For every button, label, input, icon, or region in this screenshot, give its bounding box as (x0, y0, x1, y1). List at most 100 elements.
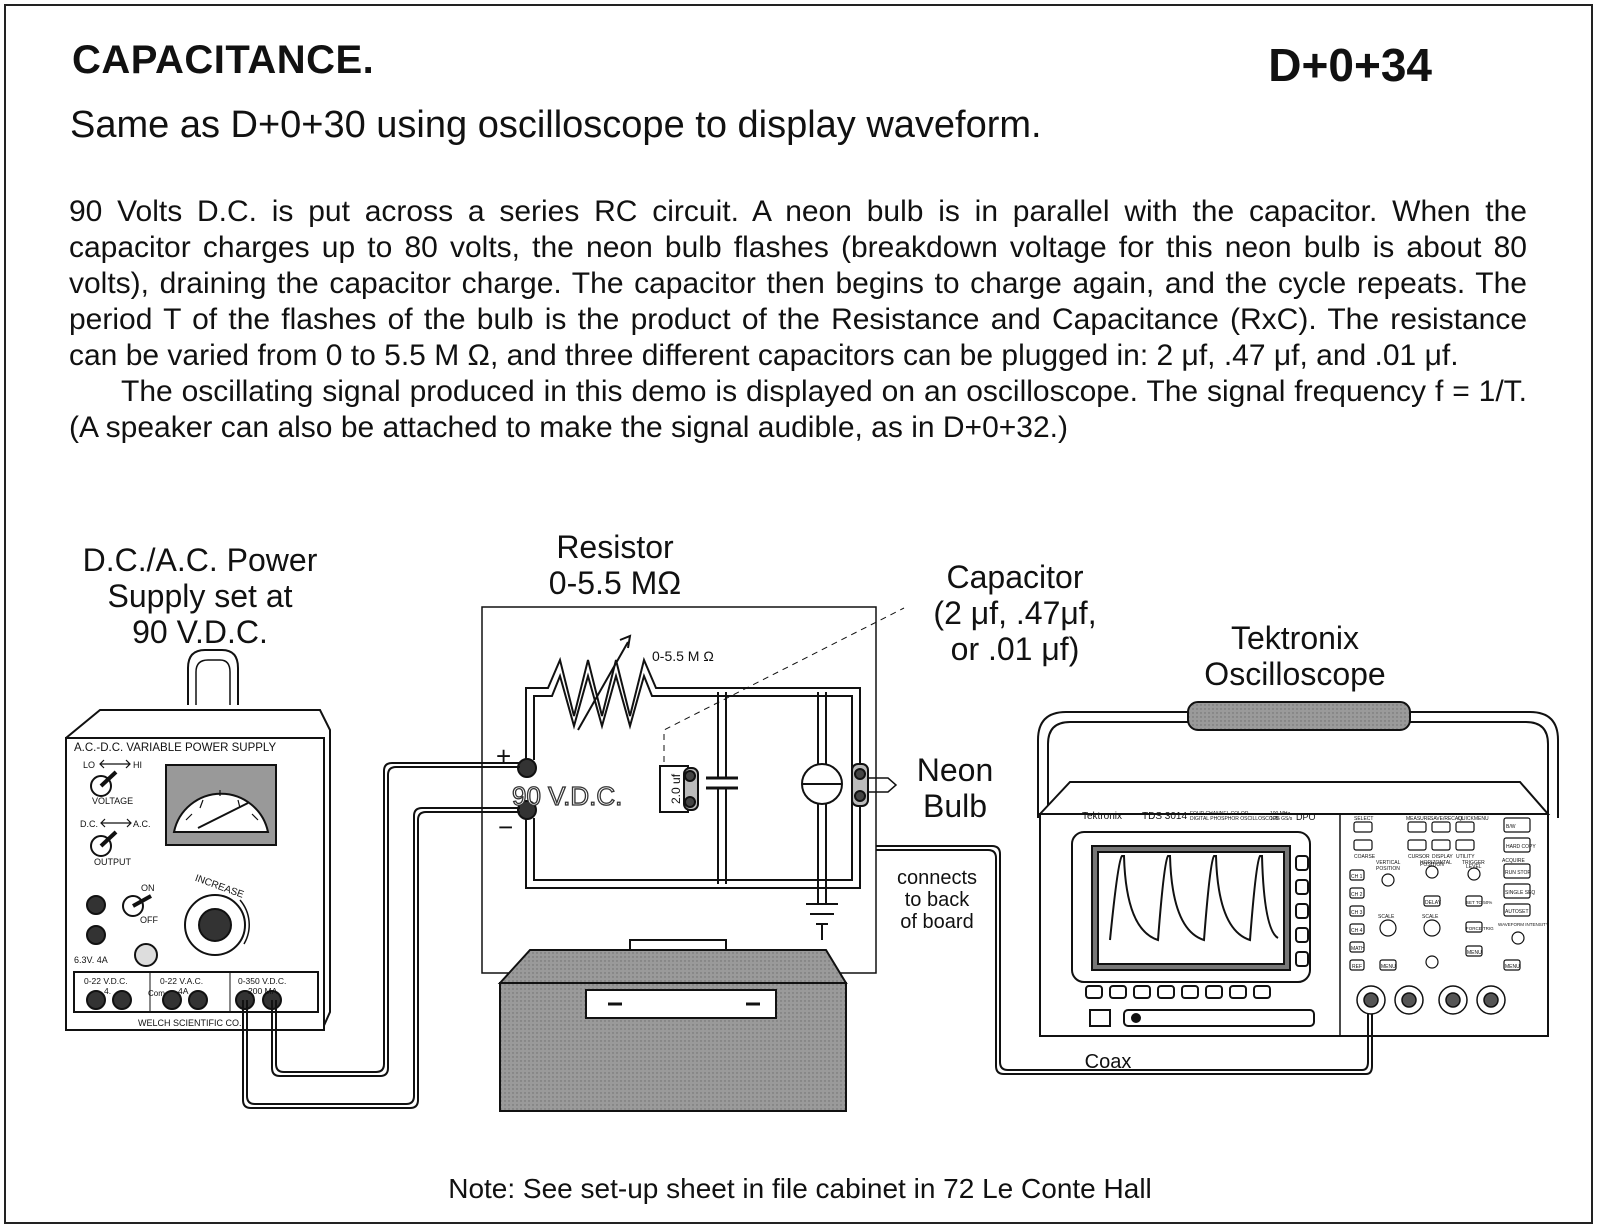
maker-label: WELCH SCIENTIFIC CO. (138, 1018, 242, 1028)
scope-dpo: DPO (1296, 812, 1316, 822)
pilot-lamp-icon (134, 943, 158, 967)
lo-label: LO (83, 760, 95, 770)
scope-button (1407, 821, 1427, 833)
scope-ref-label: REF (1352, 964, 1362, 970)
scope-button (1353, 821, 1373, 833)
dc-label: D.C. (80, 819, 98, 829)
power-supply (65, 649, 331, 1031)
scope-ch1-label: CH 1 (1351, 874, 1363, 880)
coax-cable-inner (876, 845, 1369, 1071)
autoset-button (1503, 903, 1531, 917)
floppy-led-icon (1131, 1013, 1141, 1023)
scope-horizontal-label: HORIZONTAL (1420, 860, 1452, 866)
scope-button (1353, 839, 1373, 851)
oscilloscope-label: Tektronix Oscilloscope (1160, 620, 1430, 692)
coax-cable-outer (876, 849, 1373, 1075)
scope-force-trig-label: FORCE TRIG (1466, 926, 1494, 931)
scope-single-seq-label: SINGLE SEQ (1505, 890, 1535, 896)
socket-jack-icon (854, 768, 866, 780)
negative-jack-icon (517, 800, 537, 820)
power-supply-meter-ticks (185, 790, 259, 821)
binding-post-icon (112, 990, 132, 1010)
scope-spec-1: 100 MHz (1270, 811, 1291, 817)
scope-ch2-label: CH 2 (1351, 892, 1363, 898)
bottom-menu-button (1229, 985, 1247, 999)
variable-resistor-arrow (577, 641, 629, 731)
scope-button (1455, 821, 1475, 833)
scope-button (1455, 839, 1475, 851)
scope-button (1407, 839, 1427, 851)
increase-arc-icon (239, 899, 250, 945)
power-button-icon (1089, 1009, 1111, 1027)
output-toggle-lever (99, 830, 118, 848)
power-supply-label-line-3: 90 V.D.C. (132, 614, 268, 650)
socket-jack-icon (854, 790, 866, 802)
voltage-label: VOLTAGE (92, 796, 133, 806)
on-label: ON (141, 883, 155, 893)
binding-post-icon (86, 990, 106, 1010)
capacitor-lead-bottom (717, 788, 727, 884)
bottom-menu-button (1205, 985, 1223, 999)
socket-jack-icon (684, 770, 696, 782)
bnc-input-ch2-icon (1394, 985, 1424, 1015)
ch2-button (1349, 887, 1365, 899)
scope-vposition-label: POSITION (1376, 866, 1400, 872)
negative-lead-inner (246, 807, 520, 1105)
resistor-label-line-1: Resistor (556, 529, 674, 565)
connects-label-line-2: to back (904, 889, 970, 911)
bnc-center-icon (1363, 992, 1379, 1008)
zoom-knob-icon (1425, 955, 1439, 969)
intensity-knob-icon (1511, 931, 1525, 945)
range2-label: 0-22 V.A.C. (160, 976, 203, 986)
bottom-menu-button (1157, 985, 1175, 999)
voltage-toggle-lever (99, 770, 118, 788)
page-title: CAPACITANCE. (72, 38, 375, 82)
range3-sub-label: 200 MA (248, 986, 278, 996)
positive-lead-outer (271, 766, 520, 1077)
capacitor-label: Capacitor (2 μf, .47μf, or .01 μf) (900, 559, 1130, 667)
range1-sub-label: 4. (104, 986, 111, 996)
oscilloscope-panel-text: Tektronix TDS 3014 FOUR CHANNEL COLOR DI… (1082, 811, 1549, 970)
dc-ac-arrow-icon (100, 818, 132, 828)
scope-vscale-label: SCALE (1378, 914, 1395, 920)
side-menu-button (1295, 855, 1309, 871)
trigger-level-knob-icon (1467, 867, 1481, 881)
bottom-menu-button (1109, 985, 1127, 999)
side-menu-button (1295, 879, 1309, 895)
neon-bulb-label-line-1: Neon (916, 752, 994, 788)
scope-intensity-label: WAVEFORM INTENSITY (1498, 922, 1549, 927)
scope-ch4-label: CH 4 (1351, 928, 1363, 934)
delay-button (1423, 895, 1441, 907)
floppy-drive (1123, 1009, 1315, 1027)
wiring (242, 762, 1373, 1109)
scope-cursor-label: CURSOR (1408, 854, 1430, 860)
capacitor-lead-top (717, 692, 727, 778)
binding-post-icon (188, 990, 208, 1010)
scope-button (1431, 821, 1451, 833)
scope-hard-copy-label: HARD COPY (1506, 844, 1536, 850)
scope-acquire-label: ACQUIRE (1502, 858, 1525, 864)
run-stop-button (1503, 863, 1531, 879)
output-label: OUTPUT (94, 857, 132, 867)
increase-knob-ring (184, 894, 246, 956)
bnc-center-icon (1401, 992, 1417, 1008)
scope-vmenu-label: MENU (1381, 964, 1396, 970)
scope-button (1431, 839, 1451, 851)
output-toggle-icon (90, 835, 112, 857)
ch3-button (1349, 905, 1365, 917)
oscilloscope (1037, 701, 1559, 1037)
ground-icon (806, 884, 838, 940)
board-voltage-label: 90 V.D.C. (512, 781, 622, 811)
vertical-menu-button (1379, 959, 1397, 971)
power-supply-label-line-1: D.C./A.C. Power (82, 542, 318, 578)
capacitor-plates (706, 776, 738, 790)
set-to-50-button (1465, 895, 1483, 907)
output-terminal-strip (73, 971, 319, 1013)
bnc-input-ch3-icon (1438, 985, 1468, 1015)
bnc-center-icon (1445, 992, 1461, 1008)
side-menu-button (1295, 951, 1309, 967)
bottom-menu-button (1133, 985, 1151, 999)
scope-top (1037, 781, 1551, 815)
bottom-menu-button (1253, 985, 1271, 999)
